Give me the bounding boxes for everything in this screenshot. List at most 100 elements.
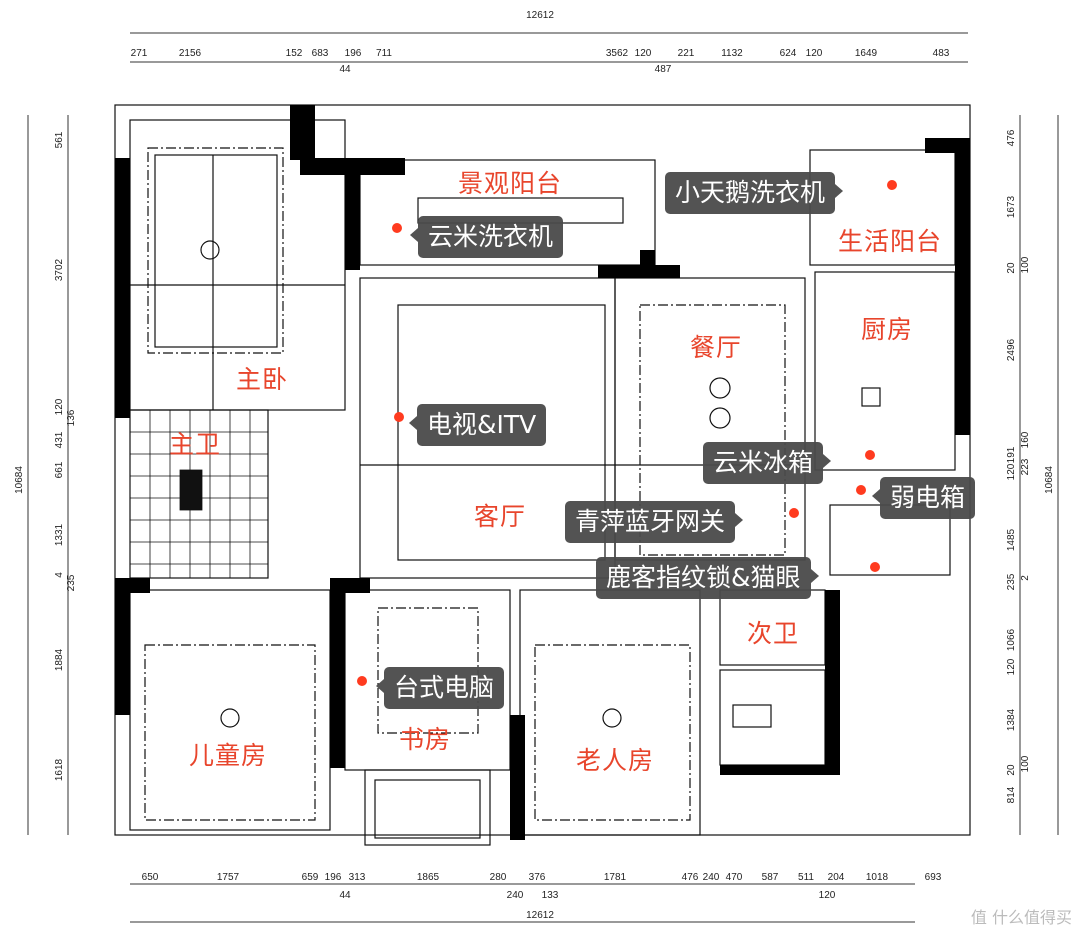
dimension-label: 2156 — [179, 48, 202, 59]
dimension-label: 814 — [1006, 786, 1017, 803]
dimension-label: 235 — [1006, 573, 1017, 590]
room-label-kids-room: 儿童房 — [188, 741, 268, 770]
dimension-label: 3562 — [606, 48, 629, 59]
dimension-label: 1757 — [217, 872, 240, 883]
dimension-label: 3702 — [54, 258, 65, 281]
dimension-label: 1649 — [855, 48, 878, 59]
room-label-landscape-balcony: 景观阳台 — [457, 169, 563, 198]
dimension-label: 280 — [490, 872, 507, 883]
dimension-label: 1384 — [1006, 708, 1017, 731]
dimension-label: 221 — [678, 48, 695, 59]
dimension-label: 624 — [780, 48, 797, 59]
dimension-lines — [27, 32, 1059, 923]
room-label-second-bathroom: 次卫 — [746, 619, 800, 648]
dimension-label: 661 — [54, 461, 65, 478]
dimension-label: 152 — [286, 48, 303, 59]
dimension-label: 240 — [507, 890, 524, 901]
dimension-label: 100 — [1020, 755, 1031, 772]
dimension-label: 240 — [703, 872, 720, 883]
dimension-label: 2496 — [1006, 338, 1017, 361]
dimension-label: 476 — [682, 872, 699, 883]
device-marker-dot[interactable] — [887, 180, 897, 190]
dimension-label: 1781 — [604, 872, 627, 883]
device-marker-dot[interactable] — [856, 485, 866, 495]
dimension-label: 1485 — [1006, 528, 1017, 551]
dimension-label: 313 — [349, 872, 366, 883]
dimension-label: 2 — [1020, 575, 1031, 581]
dimension-label: 711 — [376, 48, 392, 59]
dimension-label: 1132 — [721, 48, 743, 59]
dimension-label: 1884 — [54, 648, 65, 671]
dimension-label: 376 — [529, 872, 546, 883]
dimension-label: 204 — [828, 872, 845, 883]
dimension-label: 136 — [66, 409, 77, 426]
device-callout-viomi-washer[interactable]: 云米洗衣机 — [409, 216, 564, 258]
dimension-label: 487 — [655, 64, 672, 75]
dimension-label: 470 — [726, 872, 743, 883]
room-label-master-bathroom: 主卫 — [168, 430, 222, 459]
dimension-label: 4 — [54, 572, 65, 578]
dimension-label: 10684 — [14, 466, 25, 494]
dimension-label: 1618 — [54, 758, 65, 781]
dimension-label: 223 — [1020, 458, 1031, 475]
device-marker-dot[interactable] — [789, 508, 799, 518]
dimension-label: 476 — [1006, 129, 1017, 146]
device-callout-littleswan-washer[interactable]: 小天鹅洗衣机 — [665, 172, 844, 214]
dimension-label: 120 — [1006, 658, 1017, 675]
dimension-label: 483 — [933, 48, 950, 59]
device-marker-dot[interactable] — [394, 412, 404, 422]
dimension-label: 44 — [339, 890, 351, 901]
dimension-label: 196 — [345, 48, 362, 59]
dimension-label: 1673 — [1006, 195, 1017, 218]
room-label-living-room: 客厅 — [473, 502, 527, 531]
device-callout-tv-itv[interactable]: 电视&ITV — [408, 404, 547, 446]
dimension-label: 1066 — [1006, 628, 1017, 651]
room-label-kitchen: 厨房 — [860, 315, 914, 344]
dimension-label: 511 — [798, 872, 814, 883]
dimension-label: 120 — [635, 48, 652, 59]
device-callout-desktop-pc[interactable]: 台式电脑 — [375, 667, 505, 709]
solid-walls — [115, 105, 970, 840]
device-marker-dot[interactable] — [392, 223, 402, 233]
room-label-elder-room: 老人房 — [575, 746, 655, 775]
dimension-label: 120 — [819, 890, 836, 901]
dimension-label: 271 — [131, 48, 148, 59]
dimension-label: 44 — [339, 64, 351, 75]
dimension-label: 100 — [1020, 256, 1031, 273]
dimension-label: 20 — [1006, 764, 1017, 776]
dimension-label: 431 — [54, 431, 65, 448]
dimension-label: 561 — [54, 131, 65, 148]
dimension-label: 196 — [325, 872, 342, 883]
dimension-label: 650 — [142, 872, 159, 883]
dimension-label: 20 — [1006, 262, 1017, 274]
room-label-master-bedroom: 主卧 — [235, 365, 289, 394]
dimension-label: 1865 — [417, 872, 440, 883]
device-callout-viomi-fridge[interactable]: 云米冰箱 — [703, 442, 832, 484]
dimension-label: 120 — [54, 398, 65, 415]
dimension-label: 191 — [1006, 446, 1017, 463]
dimension-label: 160 — [1020, 431, 1031, 448]
dimension-label: 120 — [1006, 463, 1017, 480]
dimension-label: 12612 — [526, 10, 554, 21]
dimension-labels: 12612 271 2156 152 683 196 711 3562 120 221 1132 62… — [14, 10, 1055, 921]
device-marker-dot[interactable] — [357, 676, 367, 686]
dimension-label: 235 — [66, 574, 77, 591]
dimension-label: 133 — [542, 890, 559, 901]
dimension-label: 1018 — [866, 872, 889, 883]
room-label-living-balcony: 生活阳台 — [837, 227, 943, 256]
device-callout-lockin-lock[interactable]: 鹿客指纹锁&猫眼 — [596, 557, 818, 599]
master-bath-tiles — [130, 410, 268, 578]
dimension-label: 1331 — [54, 523, 65, 546]
dimension-label: 120 — [806, 48, 823, 59]
dimension-label: 10684 — [1044, 466, 1055, 494]
dimension-label: 693 — [925, 872, 942, 883]
device-callout-qingping-gateway[interactable]: 青萍蓝牙网关 — [565, 501, 744, 543]
walls — [114, 104, 971, 846]
dimension-label: 683 — [312, 48, 329, 59]
room-label-study: 书房 — [398, 725, 452, 754]
device-callout-low-voltage-box[interactable]: 弱电箱 — [871, 477, 976, 519]
device-marker-dot[interactable] — [865, 450, 875, 460]
device-marker-dot[interactable] — [870, 562, 880, 572]
watermark: 值 什么值得买 — [970, 908, 1072, 927]
